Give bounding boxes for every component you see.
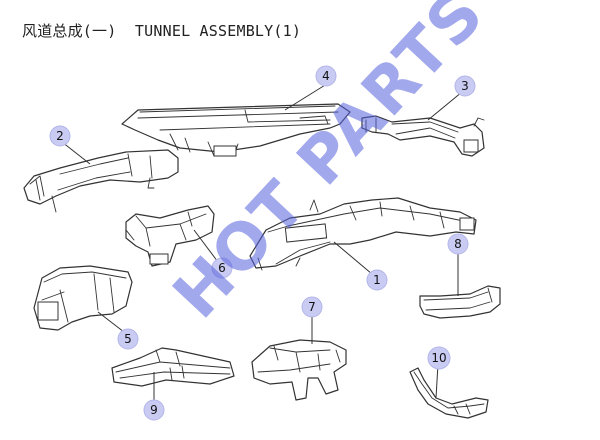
callout-2[interactable]: 2	[49, 125, 71, 147]
callout-2-label: 2	[56, 129, 64, 143]
callout-3[interactable]: 3	[454, 75, 476, 97]
callout-8[interactable]: 8	[447, 233, 469, 255]
callout-9-label: 9	[150, 403, 158, 417]
part-2-left-duct[interactable]	[23, 149, 179, 213]
part-8-strip-duct[interactable]	[419, 285, 501, 319]
leader-lines	[61, 81, 463, 404]
part-9-flat-duct[interactable]	[111, 347, 235, 387]
part-7-floor-duct[interactable]	[251, 339, 347, 401]
watermark-text: HOT PARTS	[160, 0, 500, 333]
part-10-curved-outlet[interactable]	[409, 367, 489, 419]
part-5-lower-duct[interactable]	[33, 265, 133, 331]
diagram-title: 风道总成(一) TUNNEL ASSEMBLY(1)	[22, 22, 302, 40]
callout-4[interactable]: 4	[315, 65, 337, 87]
callout-1[interactable]: 1	[366, 269, 388, 291]
callout-10-label: 10	[431, 351, 446, 365]
callout-6-label: 6	[218, 261, 226, 275]
part-1-main-tunnel[interactable]	[249, 197, 477, 271]
callout-8-label: 8	[454, 237, 462, 251]
callout-7[interactable]: 7	[301, 296, 323, 318]
part-6-blower-duct[interactable]	[125, 205, 215, 267]
callout-7-label: 7	[308, 300, 316, 314]
part-4-upper-tunnel[interactable]	[121, 103, 351, 157]
callout-3-label: 3	[461, 79, 469, 93]
callout-5-label: 5	[124, 332, 132, 346]
callout-4-label: 4	[322, 69, 330, 83]
callout-6[interactable]: 6	[211, 257, 233, 279]
callout-1-label: 1	[373, 273, 381, 287]
callout-9[interactable]: 9	[143, 399, 165, 421]
callout-10[interactable]: 10	[427, 346, 451, 370]
callout-5[interactable]: 5	[117, 328, 139, 350]
part-3-right-duct[interactable]	[361, 115, 485, 157]
